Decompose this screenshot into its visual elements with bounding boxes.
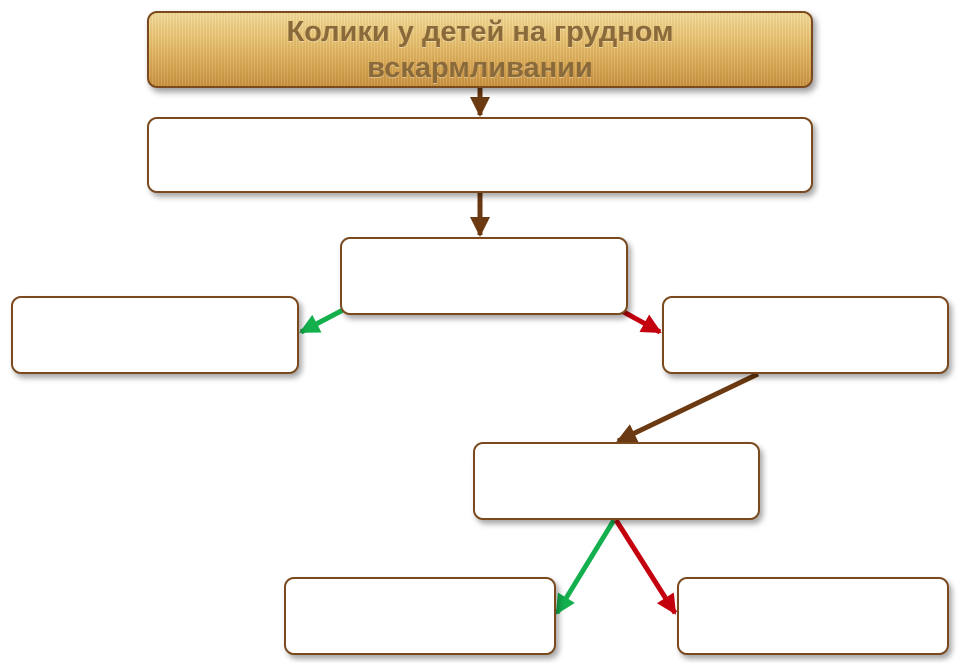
flow-box-5 bbox=[473, 442, 760, 520]
flow-box-2 bbox=[340, 237, 628, 315]
connector-box-2-to-box-3 bbox=[299, 307, 345, 335]
flow-box-6 bbox=[284, 577, 556, 655]
flow-box-4 bbox=[662, 296, 949, 374]
connector-box-5-to-box-6 bbox=[554, 518, 617, 615]
diagram-title: Колики у детей на грудном вскармливании bbox=[286, 15, 674, 84]
flow-box-7 bbox=[677, 577, 949, 655]
connector-box-2-to-box-4 bbox=[620, 308, 662, 335]
flow-box-3 bbox=[11, 296, 299, 374]
title-box: Колики у детей на грудном вскармливании bbox=[147, 11, 813, 88]
connector-box-5-to-box-7 bbox=[613, 518, 678, 615]
flow-box-1 bbox=[147, 117, 813, 193]
connector-box-4-to-box-5 bbox=[616, 371, 760, 444]
